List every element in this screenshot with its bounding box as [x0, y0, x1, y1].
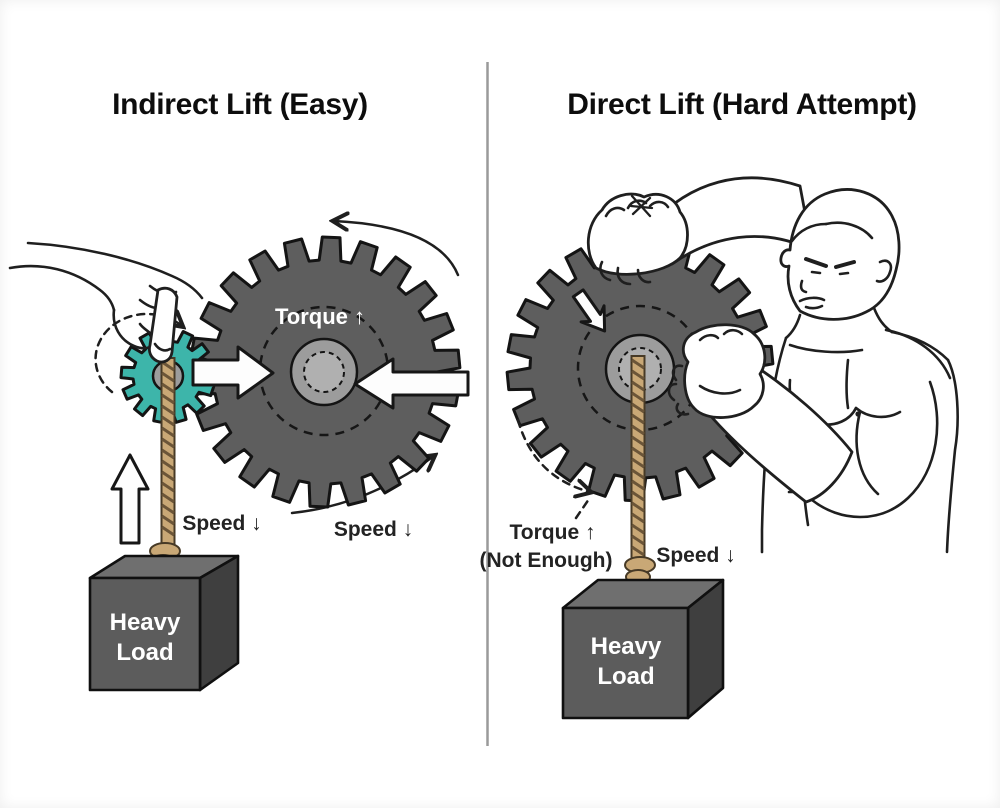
heavy-load-cube-right: [561, 578, 725, 720]
gear-axle: [303, 351, 345, 393]
heavy-load-left-line2: Load: [116, 639, 174, 666]
heavy-load-left-line1: Heavy: [109, 609, 181, 636]
heavy-load-cube-left: [88, 554, 240, 692]
torque-label-right-line1: Torque ↑: [509, 521, 596, 544]
torque-in-arrow-left-icon: [191, 345, 275, 400]
label-leader-line: [574, 497, 591, 520]
torque-arc-arrow-icon: [516, 418, 590, 492]
speed-label-rope-left: Speed ↓: [182, 512, 262, 535]
torque-label-left: Torque ↑: [274, 304, 366, 329]
speed-label-right: Speed ↓: [656, 544, 736, 567]
heavy-load-right-line1: Heavy: [590, 633, 662, 660]
right-panel-illustration: [505, 176, 959, 720]
heavy-load-label-left: Heavy Load: [92, 608, 198, 668]
speed-label-gear-left: Speed ↓: [333, 518, 414, 541]
torque-label-right-line2: (Not Enough): [479, 549, 613, 572]
left-panel-illustration: [8, 221, 470, 692]
lift-up-arrow-icon: [110, 453, 150, 545]
man-icon: [586, 176, 959, 554]
rotation-arrow-top-icon: [334, 221, 460, 277]
rope-right: [630, 355, 646, 561]
right-panel-title: Direct Lift (Hard Attempt): [567, 88, 917, 121]
attempted-rotation-arrow-icon: [571, 288, 607, 333]
impact-mark-icon: [629, 194, 654, 218]
heavy-load-right-line2: Load: [597, 663, 655, 690]
left-panel-title: Indirect Lift (Easy): [112, 88, 368, 121]
torque-in-arrow-right-icon: [353, 357, 470, 410]
heavy-load-label-right: Heavy Load: [567, 632, 685, 692]
hand-icon: [8, 241, 204, 364]
rope-left: [160, 357, 176, 547]
